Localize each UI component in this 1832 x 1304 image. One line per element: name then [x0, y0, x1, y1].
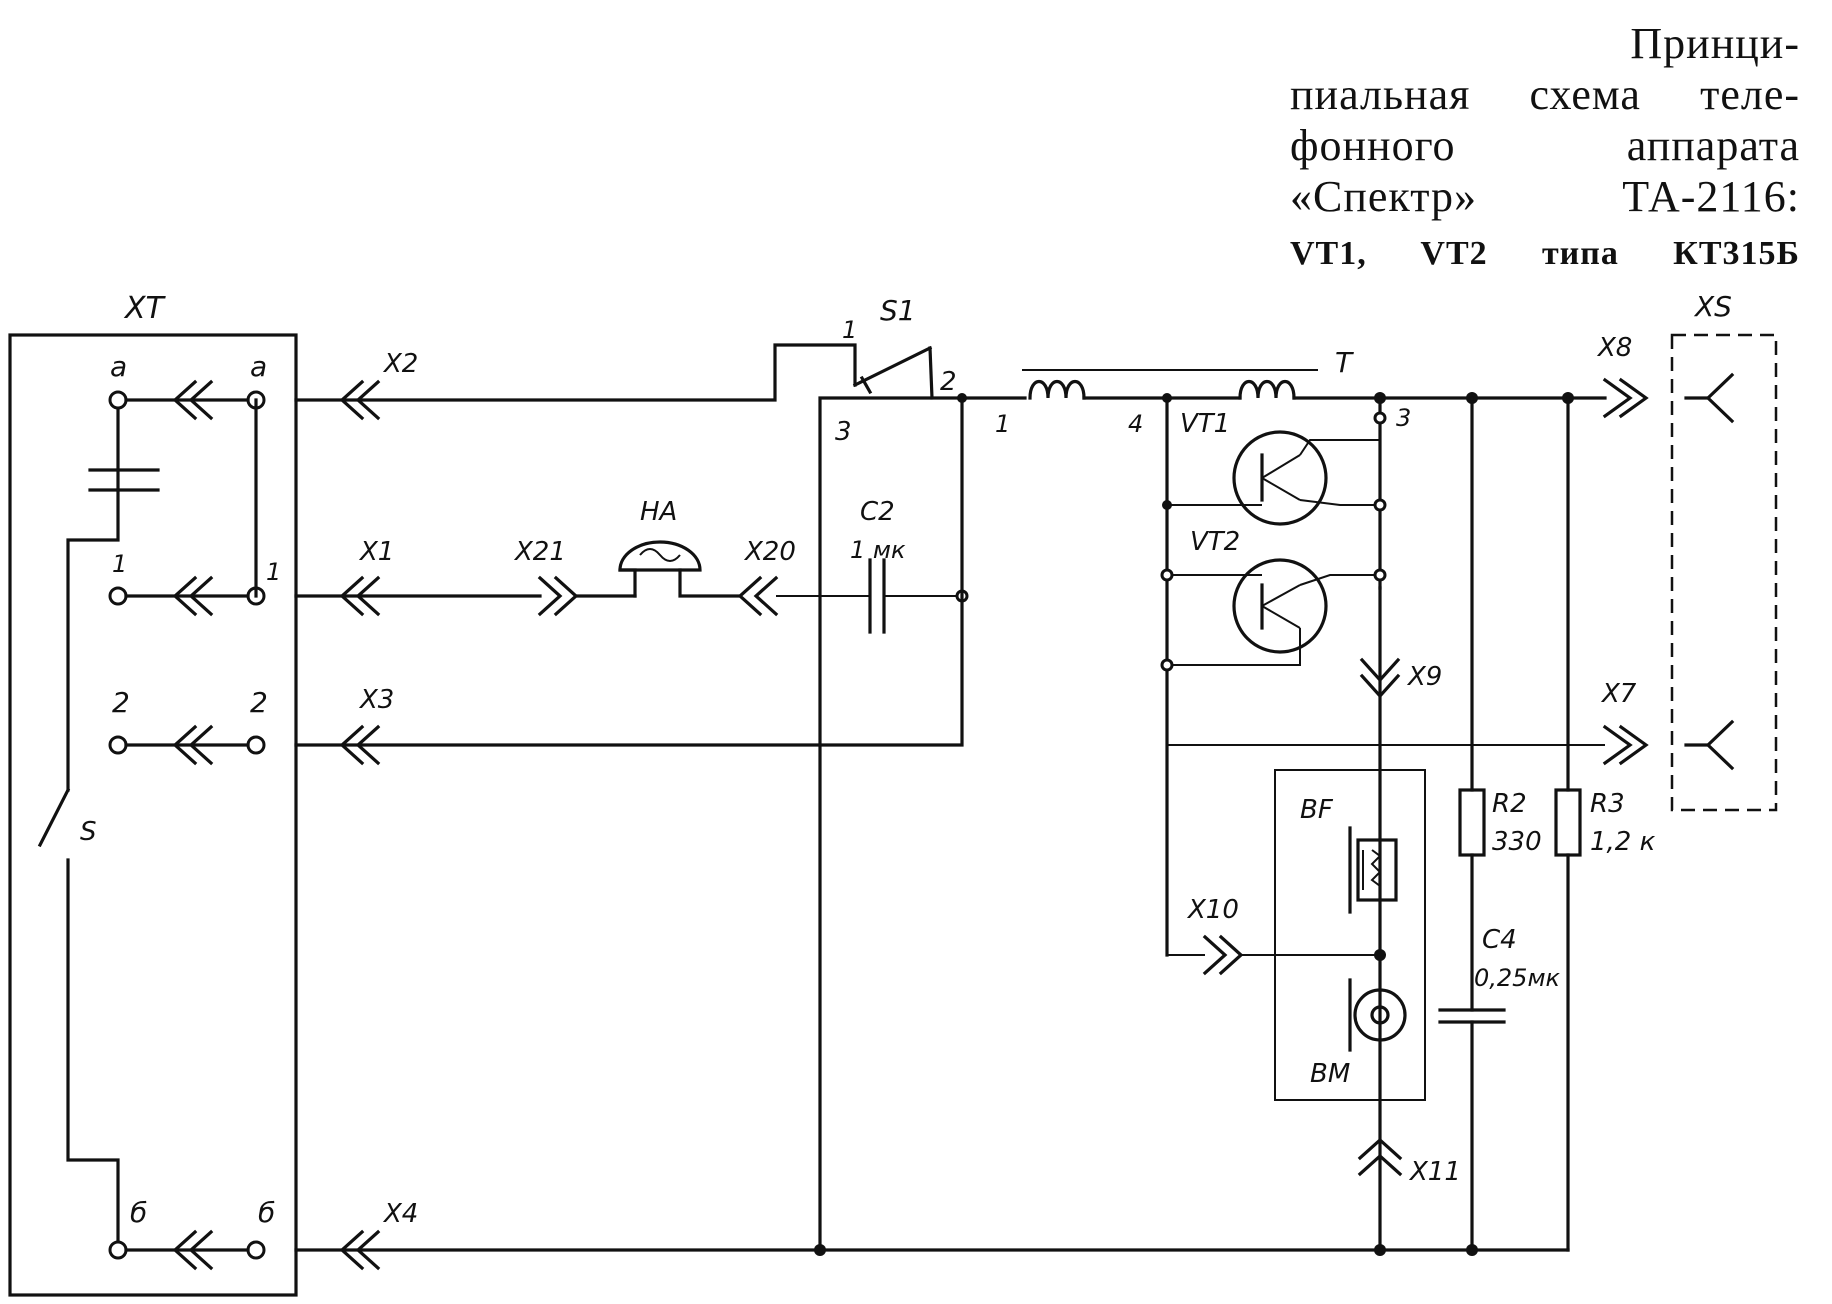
xt-1-left-label: 1	[112, 550, 127, 578]
connector-x2-label: X2	[382, 349, 418, 379]
caption-line-2: пиальная схема теле-	[1290, 70, 1800, 119]
bm-label: BM	[1310, 1059, 1350, 1089]
caption-transistor-note: VT1, VT2 типа КТ315Б	[1290, 235, 1800, 272]
connector-x7-label: X7	[1600, 679, 1637, 709]
connector-x8-label: X8	[1596, 333, 1632, 363]
connector-x10: X10	[1186, 895, 1244, 976]
s1-pin1-label: 1	[842, 316, 857, 344]
vt1-label: VT1	[1180, 409, 1230, 439]
t-pin3-label: 3	[1396, 404, 1411, 432]
capacitor-c2: C2 1 мк	[850, 497, 906, 634]
earphone-bf	[1348, 826, 1398, 914]
s1-pin2-label: 2	[940, 367, 957, 397]
r3-value-label: 1,2 к	[1590, 827, 1656, 857]
r2-name-label: R2	[1492, 789, 1527, 819]
xt-a-left-label: a	[110, 350, 127, 383]
switch-s	[37, 787, 71, 848]
caption-line-3: фонного аппарата	[1290, 121, 1800, 170]
transistor-vt2: VT2	[1167, 527, 1380, 666]
connector-x10-label: X10	[1186, 895, 1239, 925]
xt-terminal-a-left	[108, 390, 128, 410]
xt-1-right-label: 1	[266, 558, 281, 586]
xs-label: XS	[1693, 290, 1732, 323]
c2-value-label: 1 мк	[850, 536, 906, 564]
connector-x21-label: X21	[513, 537, 566, 567]
figure-caption: Принци- пиальная схема теле- фонного апп…	[1290, 18, 1800, 279]
connector-x7: X7	[1600, 679, 1649, 766]
microphone-bm: BM	[1310, 978, 1407, 1089]
xt-terminal-1-left	[108, 586, 128, 606]
line-connectors: X2 X1 X3 X4	[339, 349, 418, 1271]
connector-x9-label: X9	[1406, 662, 1442, 692]
s1-pin3-label: 3	[835, 417, 852, 447]
xt-b-left-label: б	[130, 1196, 147, 1229]
t-label: T	[1335, 346, 1354, 379]
r3-name-label: R3	[1590, 789, 1625, 819]
resistor-r3: R3 1,2 к	[1554, 396, 1656, 1252]
c2-name-label: C2	[860, 497, 895, 527]
connector-x21: X21	[513, 537, 579, 617]
t-pin1-label: 1	[995, 410, 1010, 438]
hook-switch-s1: S1 1 2 3	[835, 294, 957, 447]
connector-x1-label: X1	[358, 537, 394, 567]
connector-x20: X20	[737, 537, 796, 617]
xt-a-right-label: a	[250, 350, 267, 383]
switch-s-label: S	[80, 817, 97, 847]
xs-socket: XS	[1670, 290, 1778, 812]
connector-x3-label: X3	[358, 685, 394, 715]
handset-box: BF BM	[1274, 769, 1426, 1101]
r2-value-label: 330	[1492, 827, 1542, 857]
bf-label: BF	[1300, 795, 1334, 825]
transformer-t: T 4 3	[1022, 346, 1411, 438]
c4-name-label: C4	[1482, 925, 1517, 955]
connector-x11: X11	[1357, 1137, 1461, 1187]
c4-value-label: 0,25мк	[1474, 964, 1561, 992]
t-pin4-label: 4	[1128, 410, 1143, 438]
xt-terminal-block: XT S a a 1 1 2	[8, 291, 298, 1297]
xt-terminal-2-right	[246, 735, 266, 755]
connector-x4-label: X4	[382, 1199, 418, 1229]
ringer-ha: HA	[618, 497, 742, 598]
ha-label: HA	[640, 497, 677, 527]
capacitor-c4: C4 0,25мк	[1438, 925, 1561, 1252]
xt-2-right-label: 2	[250, 686, 268, 719]
caption-line-1: Принци-	[1630, 19, 1800, 68]
xt-2-left-label: 2	[112, 686, 130, 719]
xt-label: XT	[123, 291, 167, 326]
xt-b-right-label: б	[258, 1196, 275, 1229]
vt2-label: VT2	[1190, 527, 1240, 557]
caption-line-4: «Спектр» ТА-2116:	[1290, 172, 1800, 221]
connector-x11-label: X11	[1408, 1157, 1461, 1187]
connector-x20-label: X20	[743, 537, 796, 567]
connector-x8: X8	[1596, 333, 1649, 419]
connector-x9: X9	[1359, 657, 1442, 699]
xt-terminal-b-left	[108, 1240, 128, 1260]
xt-terminal-2-left	[108, 735, 128, 755]
transistor-vt1: VT1	[1167, 409, 1380, 526]
resistor-r2: R2 330	[1458, 396, 1542, 1012]
xt-terminal-b-right	[246, 1240, 266, 1260]
s1-label: S1	[880, 294, 916, 327]
